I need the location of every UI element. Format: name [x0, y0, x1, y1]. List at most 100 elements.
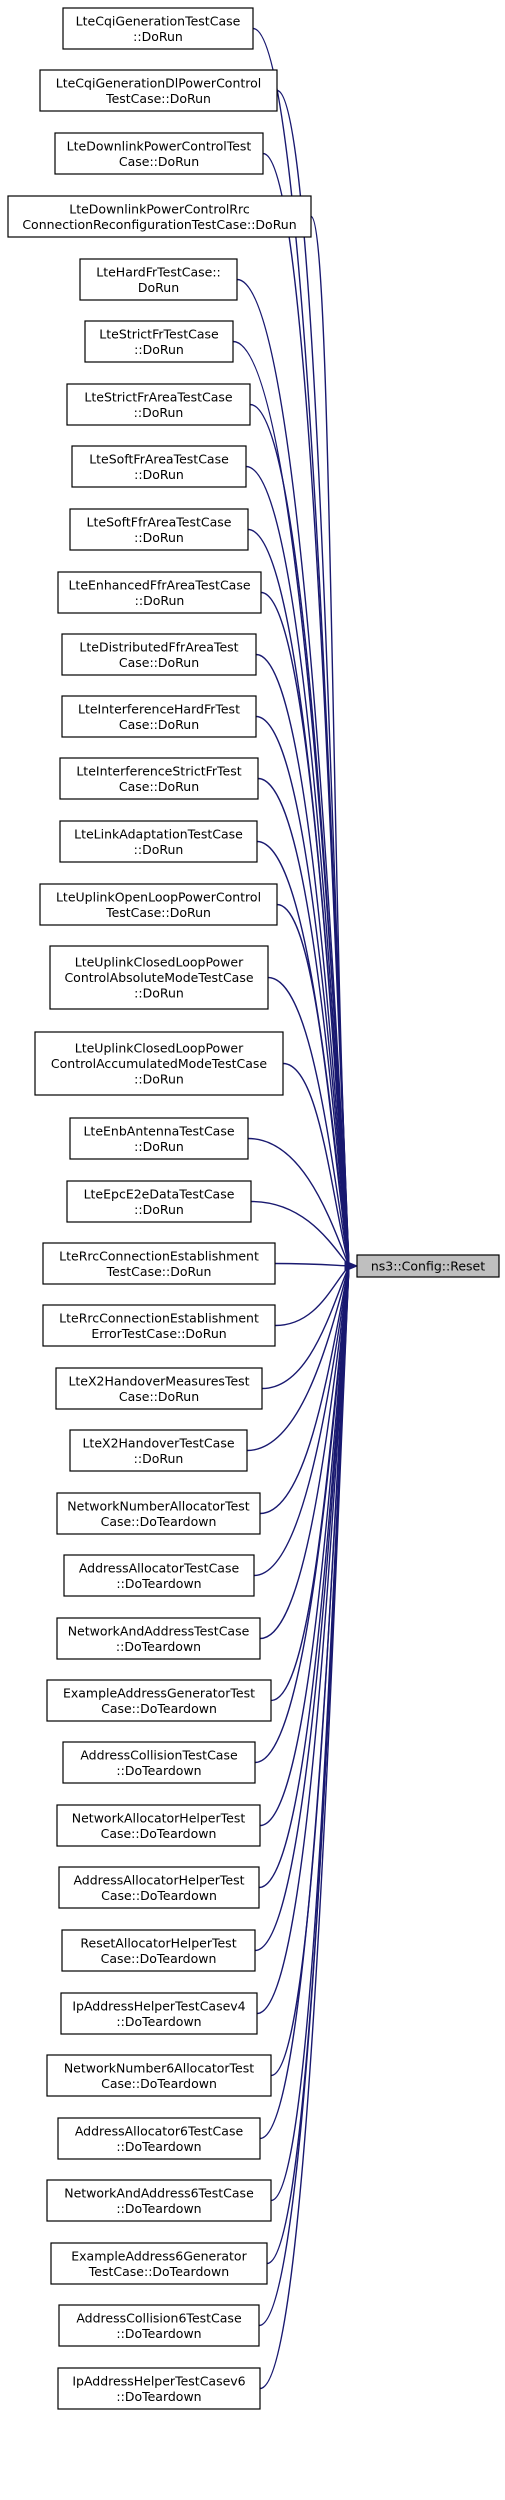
caller-node-example-address6-generator-test-case-do-teardown[interactable]: ExampleAddress6GeneratorTestCase::DoTear…: [50, 2242, 268, 2285]
caller-node-label: LteDownlinkPowerControlRrc: [69, 201, 250, 216]
caller-node-label: ::DoTeardown: [116, 1763, 201, 1778]
caller-nodes: LteCqiGenerationTestCase::DoRunLteCqiGen…: [7, 7, 312, 2410]
caller-node-label: LteCqiGenerationDlPowerControl: [56, 75, 262, 90]
caller-node-box: [46, 1679, 272, 1722]
caller-node-label: LteRrcConnectionEstablishment: [59, 1248, 259, 1263]
caller-node-box: [55, 1367, 263, 1410]
caller-node-box: [50, 2242, 268, 2285]
caller-node-lte-x2-handover-test-case-do-run[interactable]: LteX2HandoverTestCase::DoRun: [69, 1429, 248, 1472]
caller-node-lte-hard-fr-test-case-do-run[interactable]: LteHardFrTestCase::DoRun: [79, 258, 238, 301]
caller-node-label: Case::DoRun: [119, 1389, 199, 1404]
caller-node-lte-cqi-generation-test-case-do-run[interactable]: LteCqiGenerationTestCase::DoRun: [62, 7, 254, 50]
caller-node-label: AddressCollisionTestCase: [80, 1747, 238, 1762]
caller-node-label: TestCase::DoRun: [106, 1264, 212, 1279]
caller-node-label: ErrorTestCase::DoRun: [91, 1326, 226, 1341]
caller-node-label: NetworkAllocatorHelperTest: [72, 1810, 246, 1825]
call-edge: [255, 715, 350, 1267]
caller-node-box: [57, 2367, 261, 2410]
caller-node-label: LteEnhancedFfrAreaTestCase: [68, 577, 250, 592]
caller-node-address-collision6-test-case-do-teardown[interactable]: AddressCollision6TestCase::DoTeardown: [58, 2304, 260, 2347]
caller-node-lte-enb-antenna-test-case-do-run[interactable]: LteEnbAntennaTestCase::DoRun: [69, 1117, 249, 1160]
caller-node-label: Case::DoTeardown: [101, 1514, 217, 1529]
caller-node-network-number-allocator-test-case-do-teardown[interactable]: NetworkNumberAllocatorTestCase::DoTeardo…: [56, 1492, 261, 1535]
call-edge: [255, 653, 350, 1267]
caller-node-lte-epc-e2e-data-test-case-do-run[interactable]: LteEpcE2eDataTestCase::DoRun: [66, 1180, 252, 1223]
caller-node-label: LteInterferenceStrictFrTest: [76, 763, 241, 778]
caller-node-ip-address-helper-test-casev4-do-teardown[interactable]: IpAddressHelperTestCasev4::DoTeardown: [60, 1992, 258, 2035]
caller-node-label: ::DoTeardown: [116, 2326, 201, 2341]
call-edge: [310, 215, 350, 1267]
caller-node-box: [34, 1031, 284, 1096]
caller-node-lte-soft-fr-area-test-case-do-run[interactable]: LteSoftFrAreaTestCase::DoRun: [71, 445, 247, 488]
call-edge: [259, 1265, 350, 1515]
caller-node-lte-uplink-open-loop-power-control-test-case-do-run[interactable]: LteUplinkOpenLoopPowerControlTestCase::D…: [39, 883, 278, 926]
caller-node-address-allocator-helper-test-case-do-teardown[interactable]: AddressAllocatorHelperTestCase::DoTeardo…: [58, 1866, 260, 1909]
caller-node-box: [66, 383, 251, 426]
caller-node-box: [69, 1429, 248, 1472]
caller-node-label: NetworkAndAddressTestCase: [68, 1623, 250, 1638]
caller-node-label: LteX2HandoverTestCase: [82, 1435, 234, 1450]
caller-node-lte-enhanced-ffr-area-test-case-do-run[interactable]: LteEnhancedFfrAreaTestCase::DoRun: [57, 571, 262, 614]
caller-node-lte-rrc-connection-establishment-error-test-case-do-run[interactable]: LteRrcConnectionEstablishmentErrorTestCa…: [42, 1304, 276, 1347]
caller-node-network-and-address-test-case-do-teardown[interactable]: NetworkAndAddressTestCase::DoTeardown: [56, 1617, 261, 1660]
caller-node-ip-address-helper-test-casev6-do-teardown[interactable]: IpAddressHelperTestCasev6::DoTeardown: [57, 2367, 261, 2410]
call-edges: [232, 27, 359, 2390]
arrowhead: [344, 1260, 359, 1272]
caller-node-label: ::DoRun: [134, 1072, 184, 1087]
caller-node-label: LteLinkAdaptationTestCase: [74, 826, 243, 841]
caller-node-network-number6-allocator-test-case-do-teardown[interactable]: NetworkNumber6AllocatorTestCase::DoTeard…: [46, 2054, 272, 2097]
caller-node-lte-uplink-closed-loop-power-control-accumulated-mode-test-case-do-run[interactable]: LteUplinkClosedLoopPowerControlAccumulat…: [34, 1031, 284, 1096]
caller-node-box: [42, 1304, 276, 1347]
caller-node-label: LteDownlinkPowerControlTest: [67, 138, 252, 153]
caller-node-label: ::DoRun: [133, 29, 183, 44]
caller-node-box: [7, 195, 312, 238]
caller-node-label: TestCase::DoRun: [105, 905, 211, 920]
target-node[interactable]: ns3::Config::Reset: [356, 1254, 500, 1278]
caller-node-label: Case::DoRun: [119, 779, 199, 794]
call-edge: [253, 1265, 350, 1577]
caller-node-lte-uplink-closed-loop-power-control-absolute-mode-test-case-do-run[interactable]: LteUplinkClosedLoopPowerControlAbsoluteM…: [49, 945, 269, 1010]
caller-node-box: [61, 695, 257, 738]
caller-node-label: ::DoRun: [134, 530, 184, 545]
caller-node-label: ::DoTeardown: [116, 2389, 201, 2404]
caller-node-lte-strict-fr-area-test-case-do-run[interactable]: LteStrictFrAreaTestCase::DoRun: [66, 383, 251, 426]
caller-node-lte-cqi-generation-dl-power-control-test-case-do-run[interactable]: LteCqiGenerationDlPowerControlTestCase::…: [39, 69, 278, 112]
caller-node-address-collision-test-case-do-teardown[interactable]: AddressCollisionTestCase::DoTeardown: [62, 1741, 256, 1784]
caller-node-label: Case::DoTeardown: [101, 2076, 217, 2091]
caller-node-box: [49, 945, 269, 1010]
caller-node-label: LteStrictFrAreaTestCase: [84, 389, 232, 404]
caller-node-network-allocator-helper-test-case-do-teardown[interactable]: NetworkAllocatorHelperTestCase::DoTeardo…: [56, 1804, 261, 1847]
caller-node-label: ::DoRun: [134, 986, 184, 1001]
caller-node-box: [57, 2117, 261, 2160]
caller-node-box: [69, 1117, 249, 1160]
caller-node-address-allocator6-test-case-do-teardown[interactable]: AddressAllocator6TestCase::DoTeardown: [57, 2117, 261, 2160]
caller-node-label: LteUplinkClosedLoopPower: [75, 1041, 244, 1056]
caller-node-label: Case::DoTeardown: [101, 1701, 217, 1716]
caller-node-box: [62, 1741, 256, 1784]
caller-node-address-allocator-test-case-do-teardown[interactable]: AddressAllocatorTestCase::DoTeardown: [63, 1554, 255, 1597]
caller-node-lte-downlink-power-control-rrc-connection-reconfiguration-test-case-do-run[interactable]: LteDownlinkPowerControlRrcConnectionReco…: [7, 195, 312, 238]
caller-node-label: ::DoRun: [135, 593, 185, 608]
caller-node-label: LteCqiGenerationTestCase: [76, 13, 241, 28]
caller-node-label: IpAddressHelperTestCasev4: [72, 1998, 245, 2013]
caller-node-box: [42, 1242, 276, 1285]
caller-node-label: ::DoRun: [134, 1451, 184, 1466]
caller-node-box: [69, 508, 249, 551]
caller-node-label: IpAddressHelperTestCasev6: [72, 2373, 245, 2388]
caller-node-box: [46, 2054, 272, 2097]
caller-node-box: [58, 1866, 260, 1909]
caller-node-network-and-address6-test-case-do-teardown[interactable]: NetworkAndAddress6TestCase::DoTeardown: [46, 2179, 272, 2222]
caller-node-lte-rrc-connection-establishment-test-case-do-run[interactable]: LteRrcConnectionEstablishmentTestCase::D…: [42, 1242, 276, 1285]
caller-node-lte-strict-fr-test-case-do-run[interactable]: LteStrictFrTestCase::DoRun: [84, 320, 234, 363]
caller-node-label: Case::DoTeardown: [101, 1951, 217, 1966]
caller-node-lte-soft-ffr-area-test-case-do-run[interactable]: LteSoftFfrAreaTestCase::DoRun: [69, 508, 249, 551]
caller-node-example-address-generator-test-case-do-teardown[interactable]: ExampleAddressGeneratorTestCase::DoTeard…: [46, 1679, 272, 1722]
caller-node-lte-link-adaptation-test-case-do-run[interactable]: LteLinkAdaptationTestCase::DoRun: [59, 820, 258, 863]
